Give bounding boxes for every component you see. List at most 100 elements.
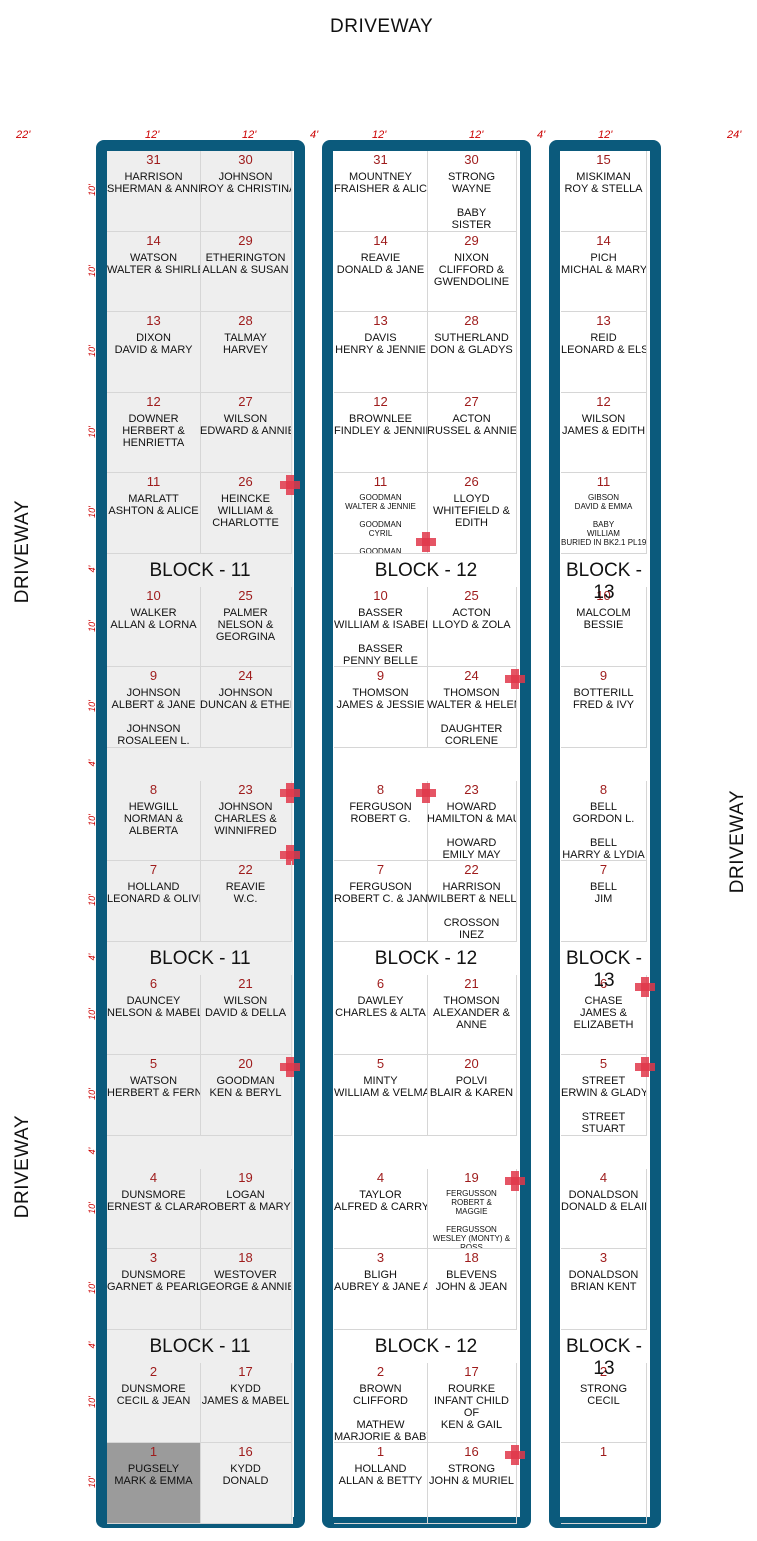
plot-block13-1[interactable]: 1 bbox=[561, 1443, 647, 1524]
occupant-line: WATSON bbox=[129, 1075, 178, 1087]
occupant-line: JOHNSON bbox=[218, 171, 273, 183]
row-dim-label: 10' bbox=[87, 1088, 97, 1101]
occupant-line: HOWARD bbox=[446, 836, 497, 849]
occupant-line: DAUGHTER bbox=[440, 723, 503, 735]
occupant-line: ALEXANDER & bbox=[432, 1006, 511, 1019]
plot-number: 21 bbox=[238, 975, 253, 991]
occupant-line: MISKIMAN bbox=[576, 171, 631, 183]
dim-b12-col2: 12' bbox=[469, 129, 484, 141]
occupant-line: BROWN bbox=[359, 1382, 402, 1395]
occupant-line bbox=[561, 825, 646, 837]
occupant-line: HENRY & JENNIE bbox=[335, 344, 426, 356]
occupant-line: HEWGILL bbox=[128, 800, 179, 813]
occupant-line: BLIGH bbox=[363, 1269, 397, 1281]
occupant-line bbox=[334, 1407, 427, 1419]
occupant-line: MICHAL & MARY bbox=[561, 263, 647, 276]
occupant-line: GEORGE & ANNIE bbox=[200, 1281, 292, 1293]
plot-number: 13 bbox=[146, 313, 161, 328]
plot-number: 3 bbox=[599, 1250, 608, 1265]
cross-marker-icon bbox=[505, 1445, 525, 1465]
block-12-frame bbox=[322, 140, 531, 1528]
occupant-line: ROY & CHRISTINA bbox=[200, 183, 292, 195]
occupant-line: THOMSON bbox=[443, 687, 500, 699]
